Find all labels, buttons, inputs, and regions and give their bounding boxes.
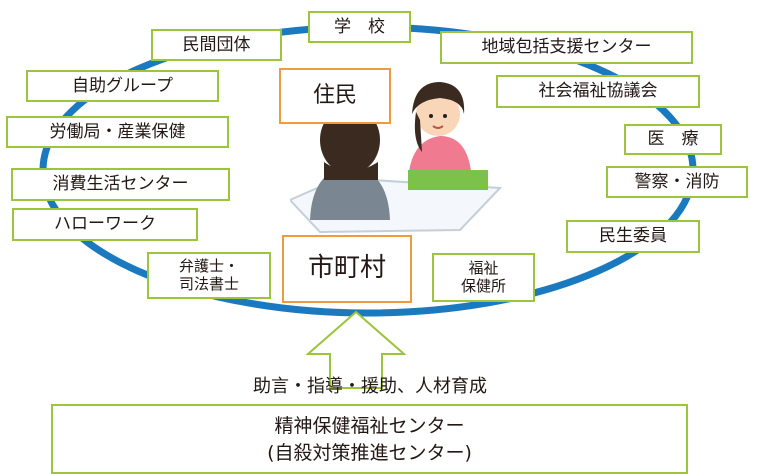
node-community-support-center: 地域包括支援センター [440,31,693,64]
upward-arrow-icon [306,310,406,389]
node-lawyer-scrivener: 弁護士・ 司法書士 [147,252,271,299]
support-label: 助言・指導・援助、人材育成 [253,376,487,397]
node-hello-work: ハローワーク [12,208,198,241]
node-school: 学 校 [308,11,411,43]
node-labor-industrial-health: 労働局・産業保健 [6,116,229,148]
node-medical: 医 療 [624,124,722,155]
node-welfare-commissioner: 民生委員 [566,220,700,253]
mental-health-welfare-center: 精神保健福祉センター (自殺対策推進センター) [51,404,688,474]
node-self-help-groups: 自助グループ [26,70,219,102]
node-municipality: 市町村 [282,235,412,303]
node-health-welfare-office: 福祉 保健所 [432,253,535,302]
center-subname: (自殺対策推進センター) [267,442,472,464]
node-social-welfare-council: 社会福祉協議会 [496,75,700,108]
node-private-organizations: 民間団体 [151,29,282,61]
node-residents: 住民 [279,68,391,124]
node-consumer-center: 消費生活センター [11,168,230,201]
node-police-fire: 警察・消防 [606,166,748,198]
center-name: 精神保健福祉センター [274,415,465,437]
